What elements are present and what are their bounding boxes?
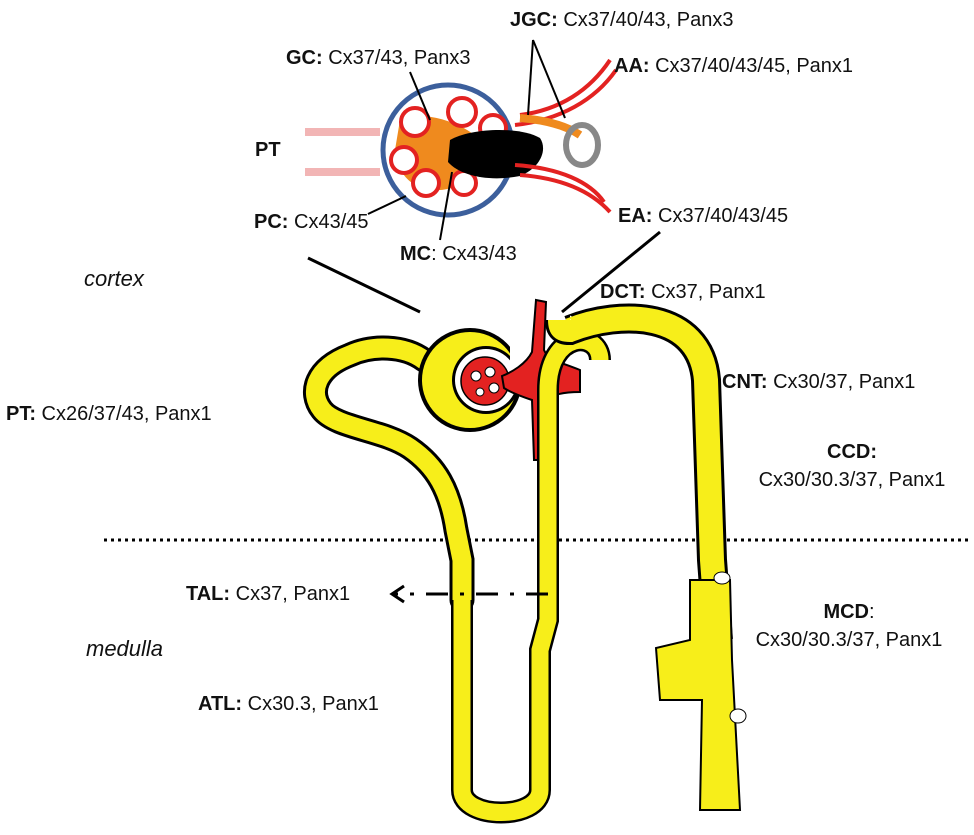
pc-label: PC: Cx43/45 [254,212,369,232]
gc-label: GC: Cx37/43, Panx3 [286,48,471,68]
jgc-pointer-1 [528,40,533,115]
jgc-label: JGC: Cx37/40/43, Panx3 [510,10,733,30]
ccd-label: CCD: Cx30/30.3/37, Panx1 [742,442,962,490]
cortex-zoom-left [308,258,420,312]
cnt-label: CNT: Cx30/37, Panx1 [722,372,915,392]
glomerulus-inset [305,60,616,215]
dct-label: DCT: Cx37, Panx1 [600,282,766,302]
tal-label: TAL: Cx37, Panx1 [186,584,350,604]
atl-label: ATL: Cx30.3, Panx1 [198,694,379,714]
pt-label: PT: Cx26/37/43, Panx1 [6,404,212,424]
pt-inset-label: PT [255,140,281,160]
mcd-label: MCD: Cx30/30.3/37, Panx1 [736,602,962,650]
glomerular-tuft [461,357,509,405]
pc-pointer [368,196,406,214]
mc-label: MC: Cx43/43 [400,244,517,264]
collecting-duct [656,580,740,810]
ea-label: EA: Cx37/40/43/45 [618,206,788,226]
medulla-label: medulla [86,638,163,660]
aa-label: AA: Cx37/40/43/45, Panx1 [614,56,853,76]
cortex-label: cortex [84,268,144,290]
